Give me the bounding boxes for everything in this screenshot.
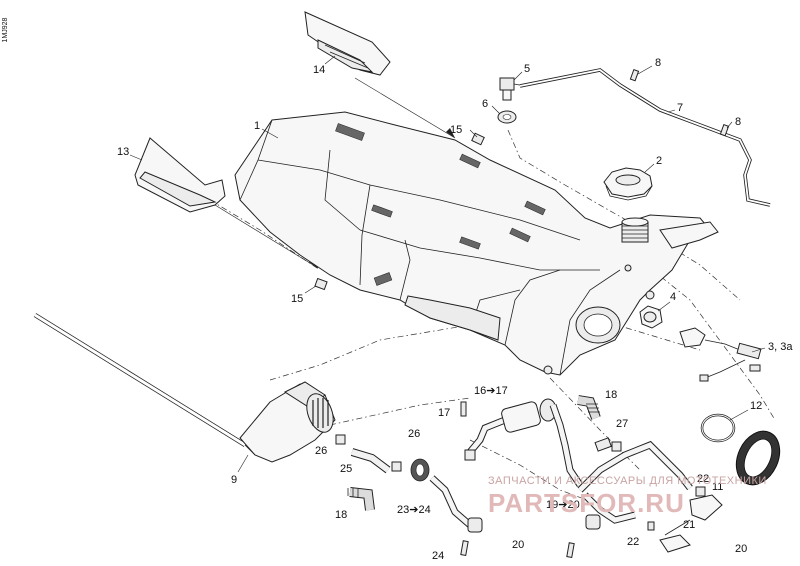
callout-19-20: 19➔20	[546, 499, 580, 511]
callout-16-17: 16➔17	[474, 385, 508, 397]
part-26-clamp	[335, 434, 346, 445]
callout-20-right: 20	[735, 543, 747, 555]
part-9-fuel-pump	[33, 313, 336, 463]
part-23-hose	[429, 475, 483, 533]
part-15-grommets	[314, 132, 485, 291]
callout-2: 2	[656, 155, 662, 167]
callout-22-lower: 22	[627, 536, 639, 548]
part-18-elbow-right	[577, 395, 601, 420]
part-12-o-ring	[700, 413, 736, 443]
part-3-sensor	[679, 327, 762, 382]
callout-labels: 1 2 3, 3a 4 5 6 7 8 8 9 11 12 13 14 15 1…	[117, 57, 793, 562]
part-22-clamps	[647, 486, 706, 531]
part-13-cover	[134, 137, 226, 213]
part-20-clips	[566, 542, 575, 558]
callout-leaders	[129, 55, 766, 473]
part-5-vent-fitting	[499, 77, 526, 101]
callout-18-left: 18	[335, 509, 347, 521]
callout-22-upper: 22	[697, 473, 709, 485]
callout-23-24: 23➔24	[397, 504, 431, 516]
callout-3: 3, 3a	[768, 341, 793, 353]
callout-20-bottom: 20	[512, 539, 524, 551]
part-11-lock-ring	[735, 430, 781, 486]
callout-12: 12	[750, 400, 762, 412]
drawing-code: 1MJ928	[2, 17, 9, 42]
callout-18-right: 18	[605, 389, 617, 401]
callout-5: 5	[524, 63, 530, 75]
callout-9: 9	[231, 474, 237, 486]
callout-8-upper: 8	[655, 57, 661, 69]
callout-1: 1	[254, 120, 260, 132]
callout-24: 24	[432, 550, 444, 562]
callout-11: 11	[712, 481, 723, 493]
part-7-vent-hose	[519, 68, 771, 207]
callout-15-lower: 15	[291, 293, 303, 305]
part-26-connector	[410, 458, 430, 482]
part-2-fuel-cap	[603, 167, 653, 201]
part-18-elbow-left	[347, 487, 375, 511]
callout-13: 13	[117, 146, 129, 158]
part-24-clip	[460, 540, 469, 556]
callout-15-upper: 15	[450, 124, 462, 136]
part-17-clip	[460, 401, 467, 417]
part-16-fuel-filter	[464, 398, 583, 487]
callout-21: 21	[683, 519, 695, 531]
callout-25: 25	[340, 463, 352, 475]
part-8-clamps	[629, 68, 730, 137]
callout-26-left: 26	[315, 445, 327, 457]
callout-26-right: 26	[408, 428, 420, 440]
callout-14: 14	[313, 64, 325, 76]
part-14-cover	[304, 11, 391, 76]
watermark: ЗАПЧАСТИ И АКСЕССУАРЫ ДЛЯ МОТОТЕХНИКИ PA…	[488, 475, 767, 518]
callout-4: 4	[670, 291, 676, 303]
part-21-bracket	[659, 494, 723, 553]
callout-8-lower: 8	[735, 116, 741, 128]
callout-17: 17	[438, 407, 450, 419]
part-27-clamp	[594, 437, 622, 452]
watermark-brand: PARTSFOR.RU	[488, 488, 685, 518]
part-19-hose	[577, 440, 693, 530]
part-1-fuel-tank	[234, 111, 719, 376]
callout-27: 27	[616, 418, 628, 430]
part-4-valve	[639, 305, 663, 329]
callout-6: 6	[482, 98, 488, 110]
part-6-washer	[497, 110, 517, 124]
watermark-tagline: ЗАПЧАСТИ И АКСЕССУАРЫ ДЛЯ МОТОТЕХНИКИ	[488, 475, 767, 487]
callout-7: 7	[677, 102, 683, 114]
part-25-hose	[350, 448, 402, 474]
